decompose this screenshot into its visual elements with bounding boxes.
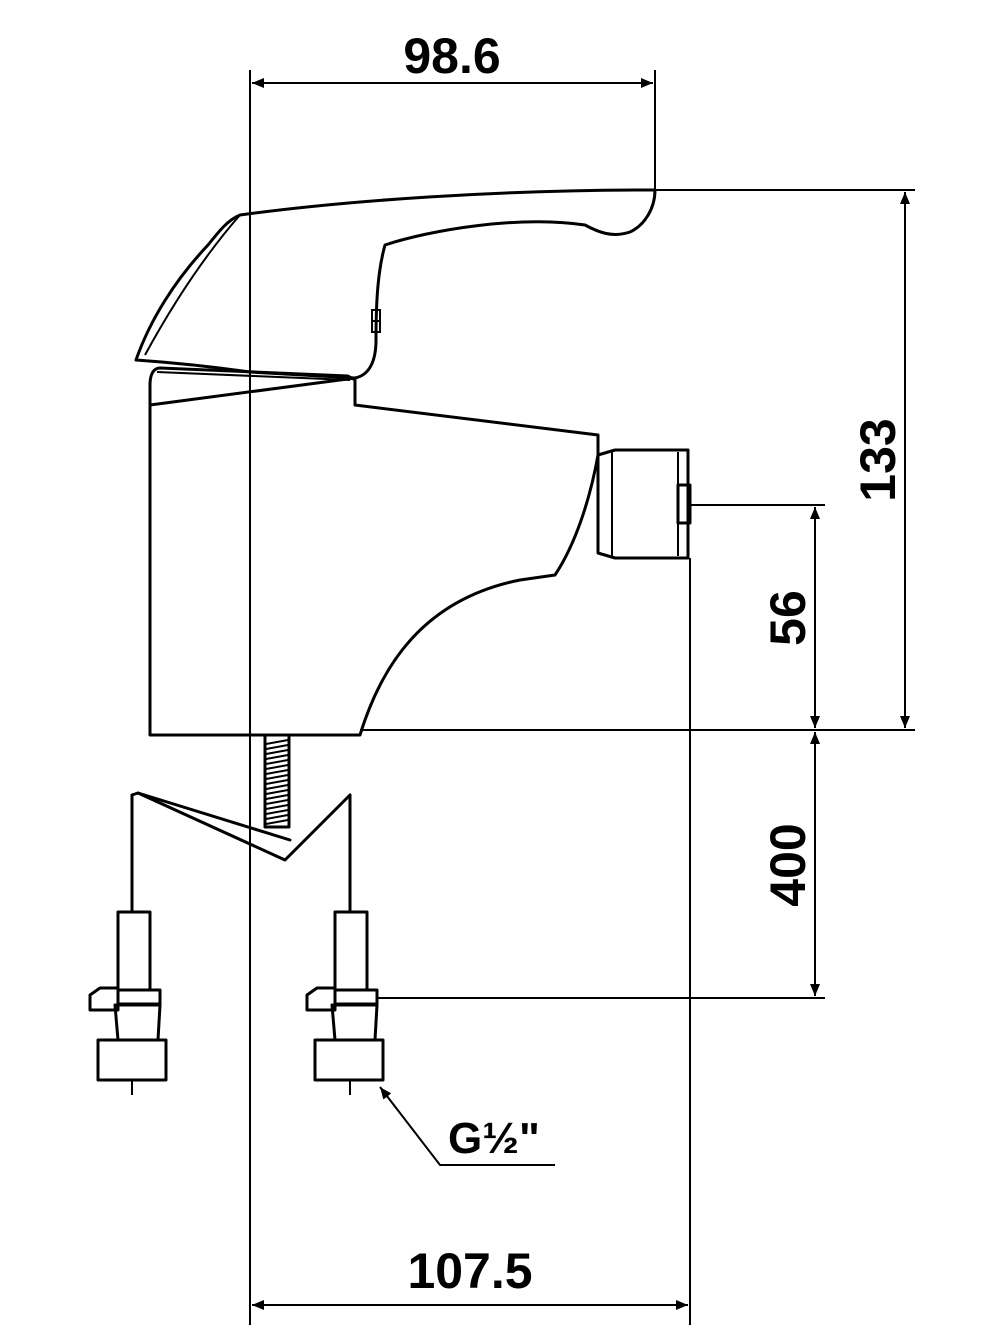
stud-thread-line bbox=[265, 814, 289, 820]
stud-thread-line bbox=[265, 744, 289, 750]
dimension-hose-length-label: 400 bbox=[760, 823, 816, 906]
right-hose-connector bbox=[305, 910, 385, 1095]
dimension-outlet-height-label: 56 bbox=[760, 590, 816, 646]
stud-thread-line bbox=[265, 784, 289, 790]
stud-thread-line bbox=[265, 754, 289, 760]
flexible-hoses bbox=[130, 791, 352, 912]
stud-thread-line bbox=[265, 749, 289, 755]
threaded-stud bbox=[263, 733, 291, 829]
dimension-top-width: 98.6 bbox=[252, 28, 653, 88]
dimension-top-width-label: 98.6 bbox=[403, 28, 500, 84]
stud-thread-line bbox=[265, 809, 289, 815]
stud-thread-line bbox=[265, 789, 289, 795]
thread-prefix: G bbox=[448, 1114, 482, 1163]
stud-thread-line bbox=[265, 759, 289, 765]
stud-thread-line bbox=[265, 794, 289, 800]
stud-thread-line bbox=[265, 769, 289, 775]
stud-thread-line bbox=[265, 774, 289, 780]
dimension-overall-height: 133 bbox=[850, 192, 910, 728]
dimension-bottom-width: 107.5 bbox=[252, 1243, 688, 1310]
stud-thread-line bbox=[265, 819, 289, 825]
stud-thread-line bbox=[265, 739, 289, 745]
dimension-hose-length: 400 bbox=[760, 732, 820, 996]
lever-handle bbox=[134, 188, 657, 380]
stud-thread-line bbox=[265, 799, 289, 805]
dimension-overall-height-label: 133 bbox=[850, 418, 906, 501]
outlet-nozzle bbox=[596, 448, 700, 560]
thread-callout: G½" bbox=[379, 1086, 555, 1166]
thread-size-label: G½" bbox=[448, 1114, 540, 1163]
extension-lines bbox=[249, 70, 915, 1325]
stud-thread-line bbox=[265, 779, 289, 785]
dimension-outlet-height: 56 bbox=[760, 507, 820, 728]
left-hose-connector bbox=[88, 910, 168, 1095]
faucet-body bbox=[148, 366, 600, 737]
stud-thread-line bbox=[265, 804, 289, 810]
dimension-bottom-width-label: 107.5 bbox=[407, 1243, 532, 1299]
thread-inch-mark: " bbox=[519, 1114, 540, 1163]
thread-fraction: ½ bbox=[482, 1114, 519, 1163]
stud-thread-line bbox=[265, 764, 289, 770]
